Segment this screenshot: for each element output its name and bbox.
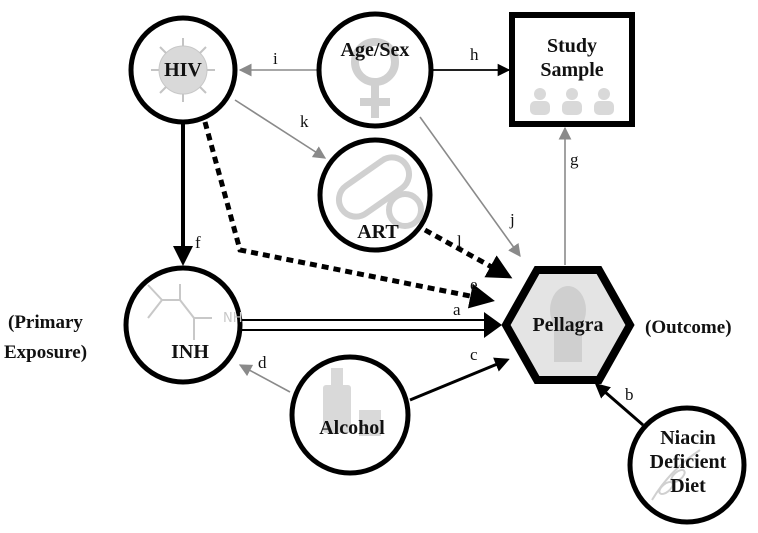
node-age-sex: Age/Sex xyxy=(316,11,434,129)
edge-label-d: d xyxy=(258,353,267,372)
people-icon xyxy=(530,88,614,115)
edge-label-k: k xyxy=(300,112,309,131)
node-hiv-label: HIV xyxy=(164,59,202,81)
edge-label-i: i xyxy=(273,49,278,68)
node-niacin-label-1: Niacin xyxy=(660,427,716,449)
edge-label-h: h xyxy=(470,45,479,64)
molecule-icon xyxy=(147,284,212,340)
node-hiv: HIV xyxy=(128,15,238,125)
node-pellagra: Pellagra xyxy=(501,266,635,384)
edge-j xyxy=(419,116,521,258)
node-niacin-label-3: Diet xyxy=(670,475,706,497)
node-niacin-label-2: Deficient xyxy=(650,451,727,473)
edge-c xyxy=(409,357,510,402)
primary-exposure-label-1: (Primary xyxy=(8,312,83,333)
node-alcohol: Alcohol xyxy=(289,354,411,476)
edge-label-c: c xyxy=(470,345,478,364)
node-inh: NH INH xyxy=(123,265,243,385)
node-niacin: Niacin Deficient Diet xyxy=(627,405,747,525)
node-study-sample-label-2: Sample xyxy=(540,59,603,81)
edge-label-j: j xyxy=(509,210,515,229)
primary-exposure-label-2: Exposure) xyxy=(4,342,87,363)
edge-l xyxy=(423,227,513,279)
wheat-icon xyxy=(651,449,701,501)
node-art-label: ART xyxy=(357,221,399,243)
node-study-sample-label-1: Study xyxy=(547,35,597,57)
node-pellagra-label: Pellagra xyxy=(532,314,603,336)
female-symbol-icon xyxy=(351,38,399,118)
node-inh-label: INH xyxy=(171,341,209,363)
edge-label-a: a xyxy=(453,300,461,319)
edge-a-arrowhead xyxy=(484,312,502,338)
edge-k xyxy=(234,99,327,159)
molecule-nh-label: NH xyxy=(223,311,243,326)
edge-d xyxy=(238,364,291,393)
node-art: ART xyxy=(317,137,433,253)
bottle-icon xyxy=(323,368,381,436)
edge-label-f: f xyxy=(195,233,201,252)
node-age-sex-label: Age/Sex xyxy=(341,39,410,61)
edge-label-g: g xyxy=(570,150,579,169)
edge-b xyxy=(594,383,644,427)
edge-label-b: b xyxy=(625,385,634,404)
node-alcohol-label: Alcohol xyxy=(319,417,385,439)
edge-e xyxy=(202,121,495,309)
edge-label-l: l xyxy=(457,232,462,251)
node-study-sample: Study Sample xyxy=(509,12,635,127)
face-icon xyxy=(550,286,586,362)
virus-icon xyxy=(151,38,215,102)
pill-icon xyxy=(335,154,424,229)
outcome-label: (Outcome) xyxy=(645,317,732,338)
edge-label-e: e xyxy=(470,275,478,294)
